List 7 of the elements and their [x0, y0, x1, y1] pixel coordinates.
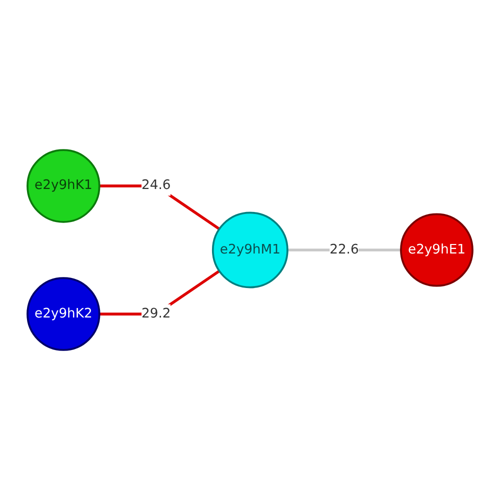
node-circle: e2y9hK1 — [26, 149, 100, 223]
node-circle: e2y9hM1 — [212, 212, 288, 288]
node-circle: e2y9hK2 — [26, 277, 100, 351]
edge-label: 22.6 — [330, 242, 359, 258]
node-circle: e2y9hE1 — [400, 213, 474, 287]
edge-label: 29.2 — [142, 306, 171, 322]
edge-label: 24.6 — [142, 178, 171, 193]
